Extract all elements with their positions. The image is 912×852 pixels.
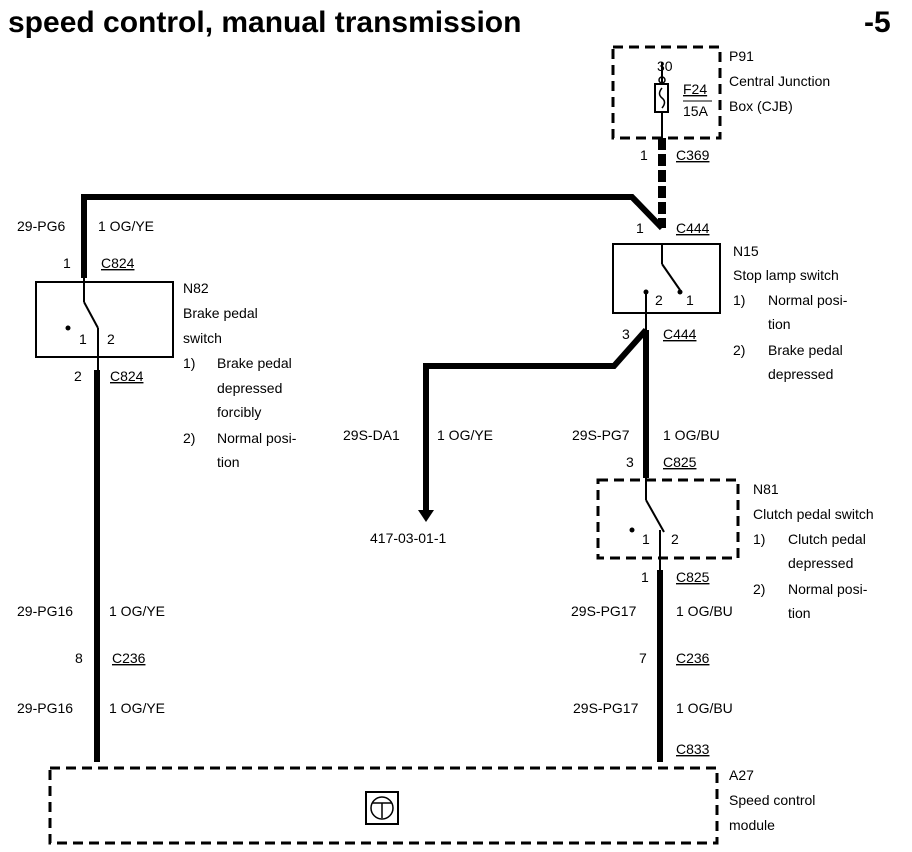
switch-contact-icon (83, 301, 99, 329)
n15-pin-right: 1 (686, 292, 694, 308)
n81-pos1-l2: depressed (788, 555, 853, 571)
n82-pos1-l2: depressed (217, 380, 282, 396)
n15-pos2-l2: depressed (768, 366, 833, 382)
c236-left-name: C236 (112, 650, 146, 666)
a27-id: A27 (729, 767, 754, 783)
brake-pedal-switch: 1 2 N82 Brake pedal switch 1) Brake peda… (35, 278, 297, 470)
n15-pos1-num: 1) (733, 292, 745, 308)
n81-pin-left: 1 (642, 531, 650, 547)
n82-pos2-l1: Normal posi- (217, 430, 297, 446)
wire-29s-pg17a-circuit: 29S-PG17 (571, 603, 637, 619)
diagram-title: speed control, manual transmission (8, 6, 521, 39)
wire-29s-da1-circuit: 29S-DA1 (343, 427, 400, 443)
n15-pos1-l1: Normal posi- (768, 292, 848, 308)
a27-name-1: Speed control (729, 792, 815, 808)
wire-29-pg16a-circuit: 29-PG16 (17, 603, 73, 619)
fuse-label: F24 (683, 81, 707, 97)
c369-name: C369 (676, 147, 710, 163)
stop-lamp-switch: 1 C444 2 1 N15 Stop lamp switch 1) Norma… (612, 220, 848, 382)
wire-29-pg6 (81, 194, 665, 278)
p91-terminal: 30 (657, 58, 673, 74)
c825-bot-name: C825 (676, 569, 710, 585)
switch-contact-icon (645, 499, 665, 533)
wire-29s-pg7-circuit: 29S-PG7 (572, 427, 630, 443)
a27-name-2: module (729, 817, 775, 833)
n82-pos1-num: 1) (183, 355, 195, 371)
n15-pos2-num: 2) (733, 342, 745, 358)
wire-29s-da1 (423, 328, 649, 512)
n82-id: N82 (183, 280, 209, 296)
reference-label: 417-03-01-1 (370, 530, 446, 546)
c236-right-pin: 7 (639, 650, 647, 666)
n82-name-1: Brake pedal (183, 305, 258, 321)
n82-pin-right: 2 (107, 331, 115, 347)
n81-id: N81 (753, 481, 779, 497)
c444-bot-pin: 3 (622, 326, 630, 342)
c236-right-name: C236 (676, 650, 710, 666)
c369-pin: 1 (640, 147, 648, 163)
n15-pos2-l1: Brake pedal (768, 342, 843, 358)
speed-control-module: A27 Speed control module (48, 766, 815, 845)
p91-id: P91 (729, 48, 754, 64)
n81-name: Clutch pedal switch (753, 506, 874, 522)
p91-name-2: Box (CJB) (729, 98, 793, 114)
n15-name: Stop lamp switch (733, 267, 839, 283)
n82-pos2-num: 2) (183, 430, 195, 446)
page-number: -5 (864, 6, 891, 39)
wire-29-pg16b-spec: 1 OG/YE (109, 700, 165, 716)
c236-left-pin: 8 (75, 650, 83, 666)
central-junction-box: 30 F24 15A P91 Central Junction Box (CJB… (611, 45, 830, 140)
c825-bot-pin: 1 (641, 569, 649, 585)
p91-name-1: Central Junction (729, 73, 830, 89)
c824-bot-pin: 2 (74, 368, 82, 384)
wire-29-pg6-spec: 1 OG/YE (98, 218, 154, 234)
c824-top-pin: 1 (63, 255, 71, 271)
n81-pos2-l1: Normal posi- (788, 581, 868, 597)
switch-contact-icon (661, 263, 681, 291)
clutch-pedal-switch: 1 2 N81 Clutch pedal switch 1) Clutch pe… (596, 478, 874, 621)
wire-29-pg16b-circuit: 29-PG16 (17, 700, 73, 716)
n82-name-2: switch (183, 330, 222, 346)
c833-name: C833 (676, 741, 710, 757)
module-icon (365, 791, 399, 825)
wire-29-pg6-circuit: 29-PG6 (17, 218, 65, 234)
n81-pos2-l2: tion (788, 605, 811, 621)
c825-top-pin: 3 (626, 454, 634, 470)
c825-top-name: C825 (663, 454, 697, 470)
wire-29s-pg7-spec: 1 OG/BU (663, 427, 720, 443)
n15-pin-left: 2 (655, 292, 663, 308)
wire-29s-pg17b-spec: 1 OG/BU (676, 700, 733, 716)
wire-29s-pg17b-circuit: 29S-PG17 (573, 700, 639, 716)
arrow-down-icon (418, 510, 434, 522)
n82-pos2-l2: tion (217, 454, 240, 470)
wire-29s-da1-spec: 1 OG/YE (437, 427, 493, 443)
n82-pin-left: 1 (79, 331, 87, 347)
n81-pos1-l1: Clutch pedal (788, 531, 866, 547)
n82-pos1-l3: forcibly (217, 404, 261, 420)
wire-29s-pg17a-spec: 1 OG/BU (676, 603, 733, 619)
c444-top-pin: 1 (636, 220, 644, 236)
n81-pos2-num: 2) (753, 581, 765, 597)
n15-id: N15 (733, 243, 759, 259)
wire-29-pg16a-spec: 1 OG/YE (109, 603, 165, 619)
c444-top-name: C444 (676, 220, 710, 236)
n81-pos1-num: 1) (753, 531, 765, 547)
n15-pos1-l2: tion (768, 316, 791, 332)
fuse-rating: 15A (683, 103, 709, 119)
n82-pos1-l1: Brake pedal (217, 355, 292, 371)
n81-pin-right: 2 (671, 531, 679, 547)
c824-bot-name: C824 (110, 368, 144, 384)
c824-top-name: C824 (101, 255, 135, 271)
c444-bot-name: C444 (663, 326, 697, 342)
